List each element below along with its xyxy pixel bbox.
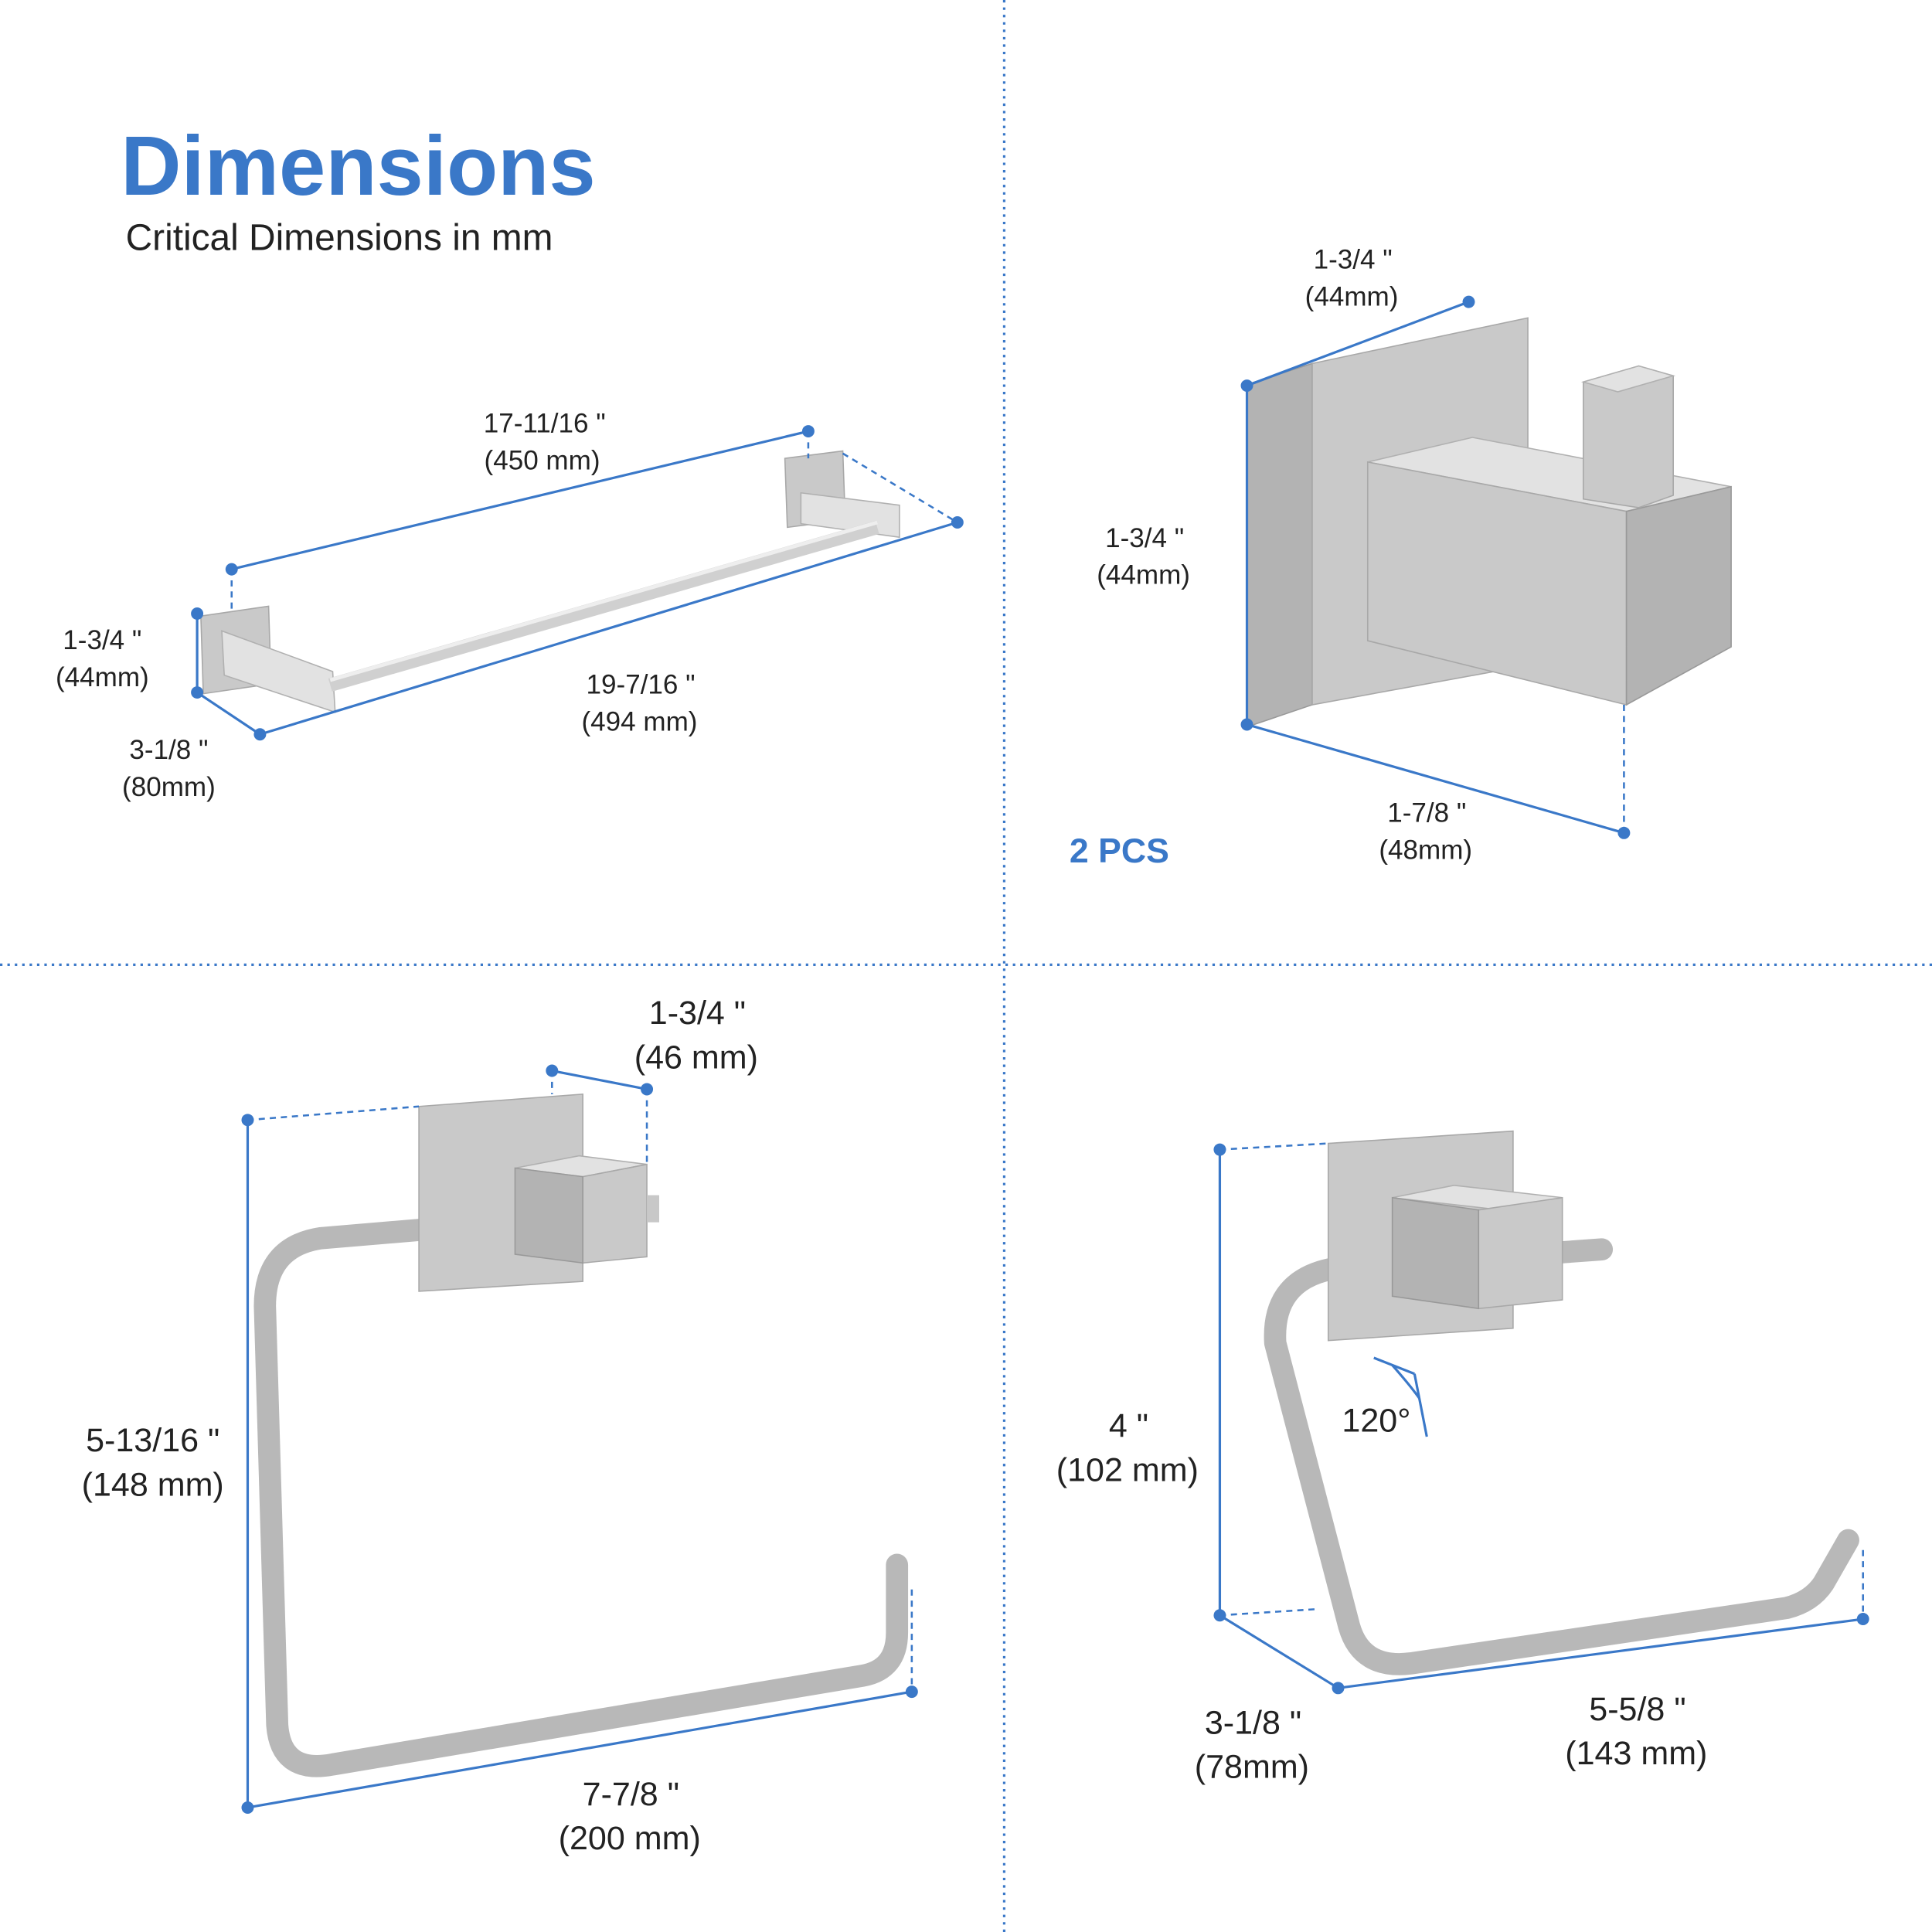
quantity-label: 2 PCS (1070, 832, 1169, 870)
robe-hook-drawing (1246, 317, 1732, 728)
page-subtitle: Critical Dimensions in mm (126, 218, 553, 259)
towel-bar-outer-length-in: 19-7/16 " (587, 670, 696, 700)
hook-height-mm: (44mm) (1097, 560, 1190, 590)
holder-width-mm: (143 mm) (1565, 1735, 1707, 1772)
holder-width-in: 5-5/8 " (1589, 1691, 1685, 1728)
holder-height-mm: (102 mm) (1056, 1451, 1199, 1488)
hook-height-in: 1-3/4 " (1105, 523, 1184, 553)
holder-angle: 120° (1342, 1403, 1410, 1440)
hook-depth-in: 1-7/8 " (1387, 798, 1466, 828)
holder-height-in: 4 " (1109, 1407, 1148, 1444)
ring-height-mm: (148 mm) (82, 1467, 224, 1504)
holder-depth-mm: (78mm) (1195, 1749, 1309, 1786)
paper-holder-drawing (1264, 1130, 1859, 1675)
ring-height-in: 5-13/16 " (86, 1422, 219, 1459)
page-title: Dimensions (121, 119, 595, 213)
hook-width-mm: (44mm) (1305, 281, 1399, 311)
ring-base-in: 1-3/4 " (649, 995, 746, 1032)
towel-bar-outer-length-mm: (494 mm) (581, 706, 697, 736)
ring-width-in: 7-7/8 " (583, 1776, 679, 1813)
paper-holder-dimension-lines (1213, 1142, 1869, 1695)
towel-bar-dimension-lines (191, 425, 964, 741)
robe-hook-dimension-lines (1240, 295, 1631, 839)
ring-base-mm: (46 mm) (634, 1039, 758, 1076)
holder-depth-in: 3-1/8 " (1205, 1704, 1301, 1741)
towel-bar-depth-mm: (80mm) (122, 772, 216, 802)
towel-ring-dimension-lines (241, 1064, 918, 1814)
towel-ring-drawing (253, 1093, 909, 1777)
ring-width-mm: (200 mm) (559, 1820, 701, 1857)
towel-bar-height-in: 1-3/4 " (63, 625, 141, 655)
hook-depth-mm: (48mm) (1379, 835, 1472, 865)
towel-bar-drawing (200, 450, 900, 713)
towel-bar-inner-length-in: 17-11/16 " (484, 409, 606, 439)
towel-bar-depth-in: 3-1/8 " (129, 735, 208, 765)
towel-bar-height-mm: (44mm) (56, 662, 149, 692)
hook-width-in: 1-3/4 " (1314, 245, 1393, 275)
towel-bar-inner-length-mm: (450 mm) (485, 445, 600, 475)
